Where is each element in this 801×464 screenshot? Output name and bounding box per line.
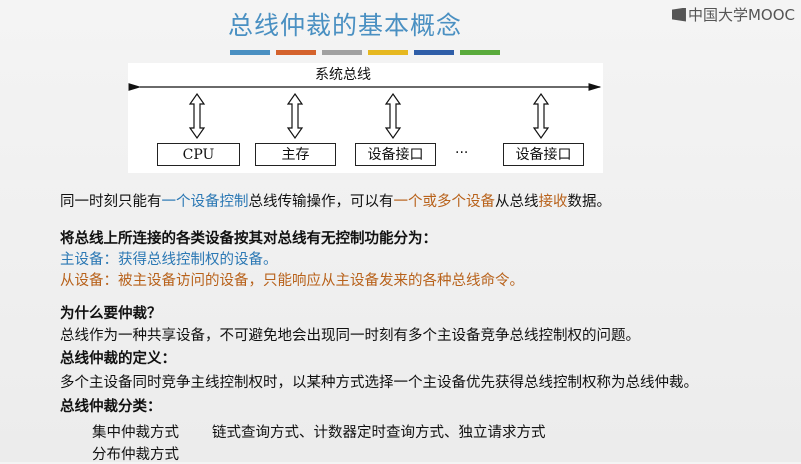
accent-bar	[414, 50, 454, 55]
device-cpu: CPU	[157, 143, 240, 166]
double-arrow-icon	[286, 92, 304, 140]
device-interface: 设备接口	[503, 143, 584, 166]
category-heading: 总线仲裁分类：	[60, 399, 162, 415]
master-device-def: 主设备：获得总线控制权的设备。	[60, 252, 278, 268]
centralized-arbitration: 集中仲裁方式	[92, 425, 179, 441]
text: 从总线	[495, 194, 539, 210]
classify-heading: 将总线上所连接的各类设备按其对总线有无控制功能分为：	[60, 231, 437, 247]
slave-device-def: 从设备：被主设备访问的设备，只能响应从主设备发来的各种总线命令。	[60, 273, 524, 289]
bus-diagram-arrows	[128, 83, 602, 140]
accent-bar	[322, 50, 362, 55]
device-memory: 主存	[255, 143, 336, 166]
double-arrow-icon	[532, 92, 550, 140]
accent-bar	[460, 50, 500, 55]
highlight: 一个设备控制	[161, 194, 249, 210]
ellipsis: ···	[455, 145, 469, 161]
text: 同一时刻只能有	[60, 194, 162, 210]
accent-bar	[276, 50, 316, 55]
device-interface: 设备接口	[355, 143, 436, 166]
text: 数据。	[567, 194, 612, 210]
highlight: 接收	[538, 194, 568, 210]
definition-heading: 总线仲裁的定义：	[60, 351, 176, 367]
text: 总线传输操作，可以有	[248, 194, 394, 210]
bus-label: 系统总线	[315, 67, 371, 83]
logo-icon	[671, 7, 686, 22]
accent-bar	[368, 50, 408, 55]
accent-bar	[230, 50, 270, 55]
bus-diagram: 系统总线 CPU 主存 设备接口 ··· 设备接口	[128, 63, 603, 173]
slide-title: 总线仲裁的基本概念	[227, 11, 462, 40]
distributed-arbitration: 分布仲裁方式	[92, 447, 179, 463]
double-arrow-icon	[384, 92, 402, 140]
double-arrow-icon	[188, 92, 206, 140]
why-heading: 为什么要仲裁？	[60, 306, 162, 322]
highlight: 一个或多个设备	[393, 194, 496, 210]
line-one-master: 同一时刻只能有一个设备控制总线传输操作，可以有一个或多个设备从总线接收数据。	[60, 190, 611, 211]
mooc-logo: 中国大学MOOC	[671, 4, 795, 25]
accent-bars	[230, 50, 500, 55]
why-text: 总线作为一种共享设备，不可避免地会出现同一时刻有多个主设备竞争总线控制权的问题。	[60, 328, 640, 344]
centralized-methods: 链式查询方式、计数器定时查询方式、独立请求方式	[212, 425, 546, 441]
logo-text: 中国大学MOOC	[687, 6, 795, 24]
definition-text: 多个主设备同时竞争主线控制权时，以某种方式选择一个主设备优先获得总线控制权称为总…	[60, 375, 698, 391]
